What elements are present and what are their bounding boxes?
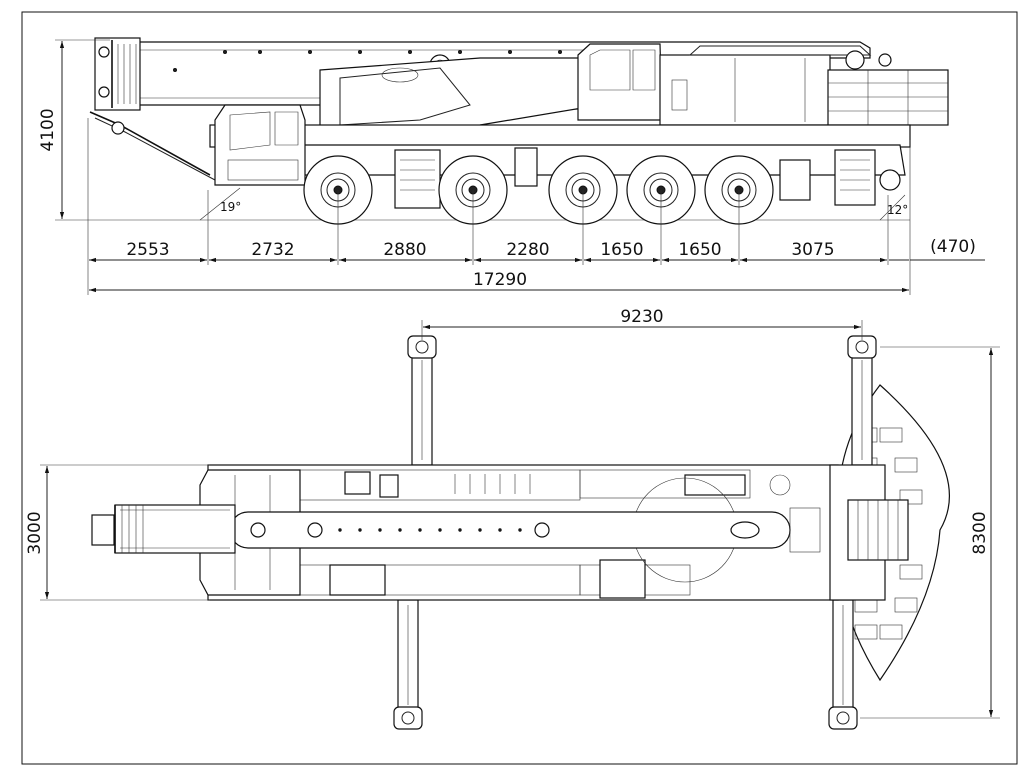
segment-6: 1650 bbox=[678, 240, 721, 260]
drawing-border bbox=[21, 11, 1018, 765]
vehicle-width: 3000 bbox=[25, 511, 45, 554]
total-length: 17290 bbox=[473, 270, 527, 290]
wheels bbox=[303, 155, 774, 225]
top-view: 9230 3000 8300 bbox=[25, 307, 1000, 730]
boom-dots bbox=[338, 528, 522, 532]
segment-7: 3075 bbox=[791, 240, 834, 260]
front-approach-angle: 19° bbox=[220, 200, 241, 214]
segment-3: 2880 bbox=[383, 240, 426, 260]
rear-departure-angle: 12° bbox=[887, 203, 908, 217]
height-dimension: 4100 bbox=[38, 108, 58, 151]
boom-top bbox=[91, 504, 821, 554]
segment-1: 2553 bbox=[126, 240, 169, 260]
outrigger-span-transverse: 8300 bbox=[970, 511, 990, 554]
rear-overhang: (470) bbox=[930, 237, 976, 257]
segment-2: 2732 bbox=[251, 240, 294, 260]
superstructure bbox=[319, 43, 949, 136]
segment-4: 2280 bbox=[506, 240, 549, 260]
length-dimension-chain: 2553 2732 2880 2280 1650 1650 3075 (470)… bbox=[87, 118, 985, 295]
segment-5: 1650 bbox=[600, 240, 643, 260]
outrigger-span-longitudinal: 9230 bbox=[620, 307, 663, 327]
side-view: 19° 12° 4100 2553 2732 bbox=[38, 37, 985, 295]
